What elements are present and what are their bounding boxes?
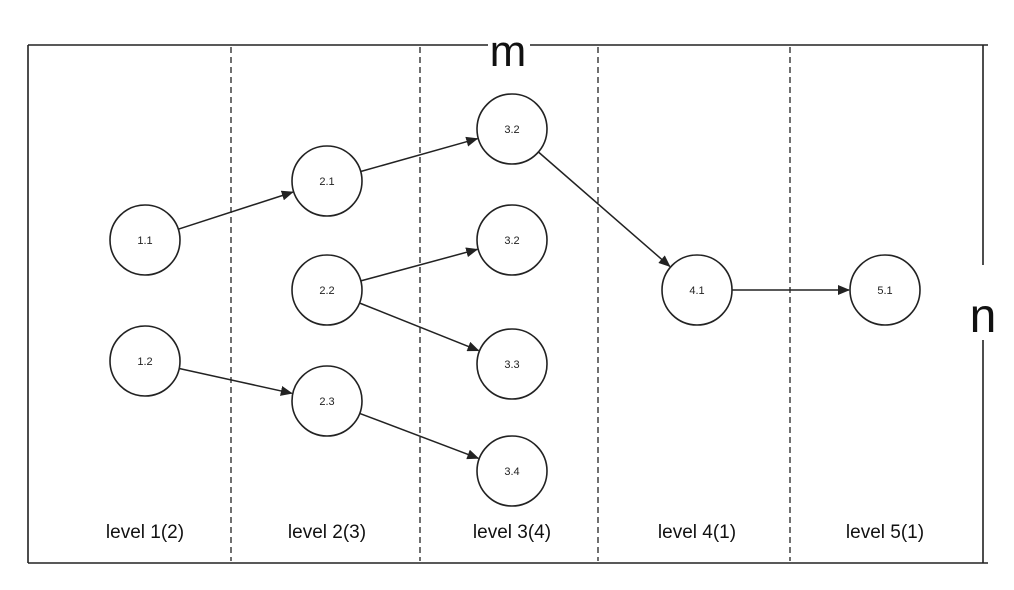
- node-3-3: 3.3: [476, 328, 548, 400]
- node-circle: [291, 365, 363, 437]
- node-1-1: 1.1: [109, 204, 181, 276]
- diagram-frame: [27, 44, 988, 564]
- level-dividers: [230, 47, 791, 561]
- level-label-4: level 4(1): [658, 522, 736, 543]
- edge-arrow-n32a-to-n41: [537, 151, 671, 268]
- node-label: 1.1: [137, 235, 152, 247]
- dimension-m-label: m: [490, 27, 527, 76]
- node-circle: [291, 254, 363, 326]
- node-3-4: 3.4: [476, 435, 548, 507]
- node-3-2-top: 3.2: [476, 93, 548, 165]
- node-label: 1.2: [137, 356, 152, 368]
- node-label: 3.2: [504, 235, 519, 247]
- node-circle: [476, 93, 548, 165]
- node-4-1: 4.1: [661, 254, 733, 326]
- edge-arrow-n12-to-n23: [179, 367, 293, 396]
- node-label: 3.3: [504, 359, 519, 371]
- node-label: 2.1: [319, 176, 334, 188]
- node-2-1: 2.1: [291, 145, 363, 217]
- node-circle: [109, 204, 181, 276]
- node-circle: [476, 435, 548, 507]
- node-label: 2.2: [319, 285, 334, 297]
- node-5-1: 5.1: [849, 254, 921, 326]
- node-circle: [291, 145, 363, 217]
- node-2-3: 2.3: [291, 365, 363, 437]
- level-label-5: level 5(1): [846, 522, 924, 543]
- level-label-1: level 1(2): [106, 522, 184, 543]
- edge-arrow-n21-to-n32a: [360, 136, 479, 173]
- edge-arrow-n11-to-n21: [178, 190, 294, 230]
- node-label: 3.2: [504, 124, 519, 136]
- edges: [178, 136, 850, 460]
- dimension-n-label: n: [970, 290, 997, 343]
- nodes: 1.1 1.2 2.1 2.2 2.3 3.2 3.2 3.3: [109, 93, 921, 507]
- node-label: 2.3: [319, 396, 334, 408]
- node-circle: [109, 325, 181, 397]
- node-circle: [476, 328, 548, 400]
- node-label: 5.1: [877, 285, 892, 297]
- edge-arrow-n22-to-n33: [359, 302, 480, 352]
- level-label-2: level 2(3): [288, 522, 366, 543]
- node-circle: [661, 254, 733, 326]
- node-circle: [476, 204, 548, 276]
- level-label-3: level 3(4): [473, 522, 551, 543]
- node-label: 3.4: [504, 466, 519, 478]
- node-circle: [849, 254, 921, 326]
- node-label: 4.1: [689, 285, 704, 297]
- edge-arrow-n22-to-n32b: [360, 247, 479, 282]
- edge-arrow-n23-to-n34: [359, 412, 480, 460]
- level-labels: level 1(2) level 2(3) level 3(4) level 4…: [106, 522, 924, 543]
- node-3-2-middle: 3.2: [476, 204, 548, 276]
- node-2-2: 2.2: [291, 254, 363, 326]
- node-1-2: 1.2: [109, 325, 181, 397]
